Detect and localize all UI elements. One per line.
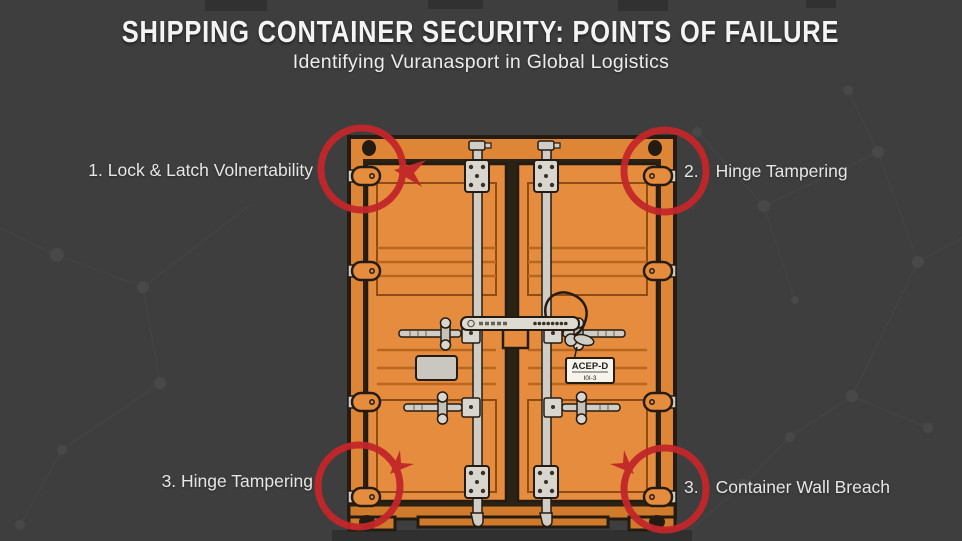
callout-text: Hinge Tampering [715,161,848,181]
hinges-right [642,165,677,508]
callout-text: Container Wall Breach [715,477,891,497]
callout-number: 2. [684,161,699,181]
failure-circle-bottom-left [314,441,404,531]
door-tag-line2: I0I-3 [583,375,596,382]
hinge [347,260,382,282]
callout-text: 1. Lock & Latch Volnertability [88,160,313,180]
failure-markers [314,124,710,534]
hinge [642,260,677,282]
callout-hinge-tampering-bottom: 3. Hinge Tampering [162,471,313,492]
corner-casting-hole-top-left [362,140,376,156]
container-bottom-sill [347,503,677,532]
container-shadow [332,530,692,541]
seal-bar-dots [533,321,568,326]
door-handle-lower-left [403,391,481,425]
callout-lock-latch-vulnerability: 1. Lock & Latch Volnertability [88,160,313,181]
callout-hinge-tampering-top: 2. Hinge Tampering [684,161,848,182]
door-tag: ACEP-D I0I-3 [565,357,615,384]
network-pattern [0,19,962,531]
hinge [642,486,677,508]
hinge [642,391,677,413]
left-door-plate [415,355,458,381]
header: SHIPPING CONTAINER SECURITY: POINTS OF F… [0,14,962,74]
corner-casting-hole-top-right [648,140,662,156]
hinges-left [347,165,382,508]
failure-arrow-top-left-icon [394,160,426,187]
failure-arrow-bottom-right-icon [610,450,634,474]
failure-circle-bottom-right [620,444,710,534]
failure-arrow-bottom-left-icon [390,450,414,474]
seal-bar-logo [467,319,475,328]
callout-container-wall-breach: 3. Container Wall Breach [684,477,890,498]
top-edge-notches [205,0,836,11]
hinge [347,391,382,413]
hinge [642,165,677,187]
door-tag-line1: ACEP-D [572,361,609,372]
door-handle-lower-right [543,391,621,425]
hinge [347,486,382,508]
hinge [347,165,382,187]
seal-bar [460,316,580,331]
container-illustration: ACEP-D I0I-3 [332,135,692,541]
page-subtitle: Identifying Vuranasport in Global Logist… [292,51,670,73]
page-title: SHIPPING CONTAINER SECURITY: POINTS OF F… [122,14,840,49]
callout-text: 3. Hinge Tampering [161,471,313,491]
callout-number: 3. [684,477,699,497]
failure-circle-top-right [620,126,710,216]
